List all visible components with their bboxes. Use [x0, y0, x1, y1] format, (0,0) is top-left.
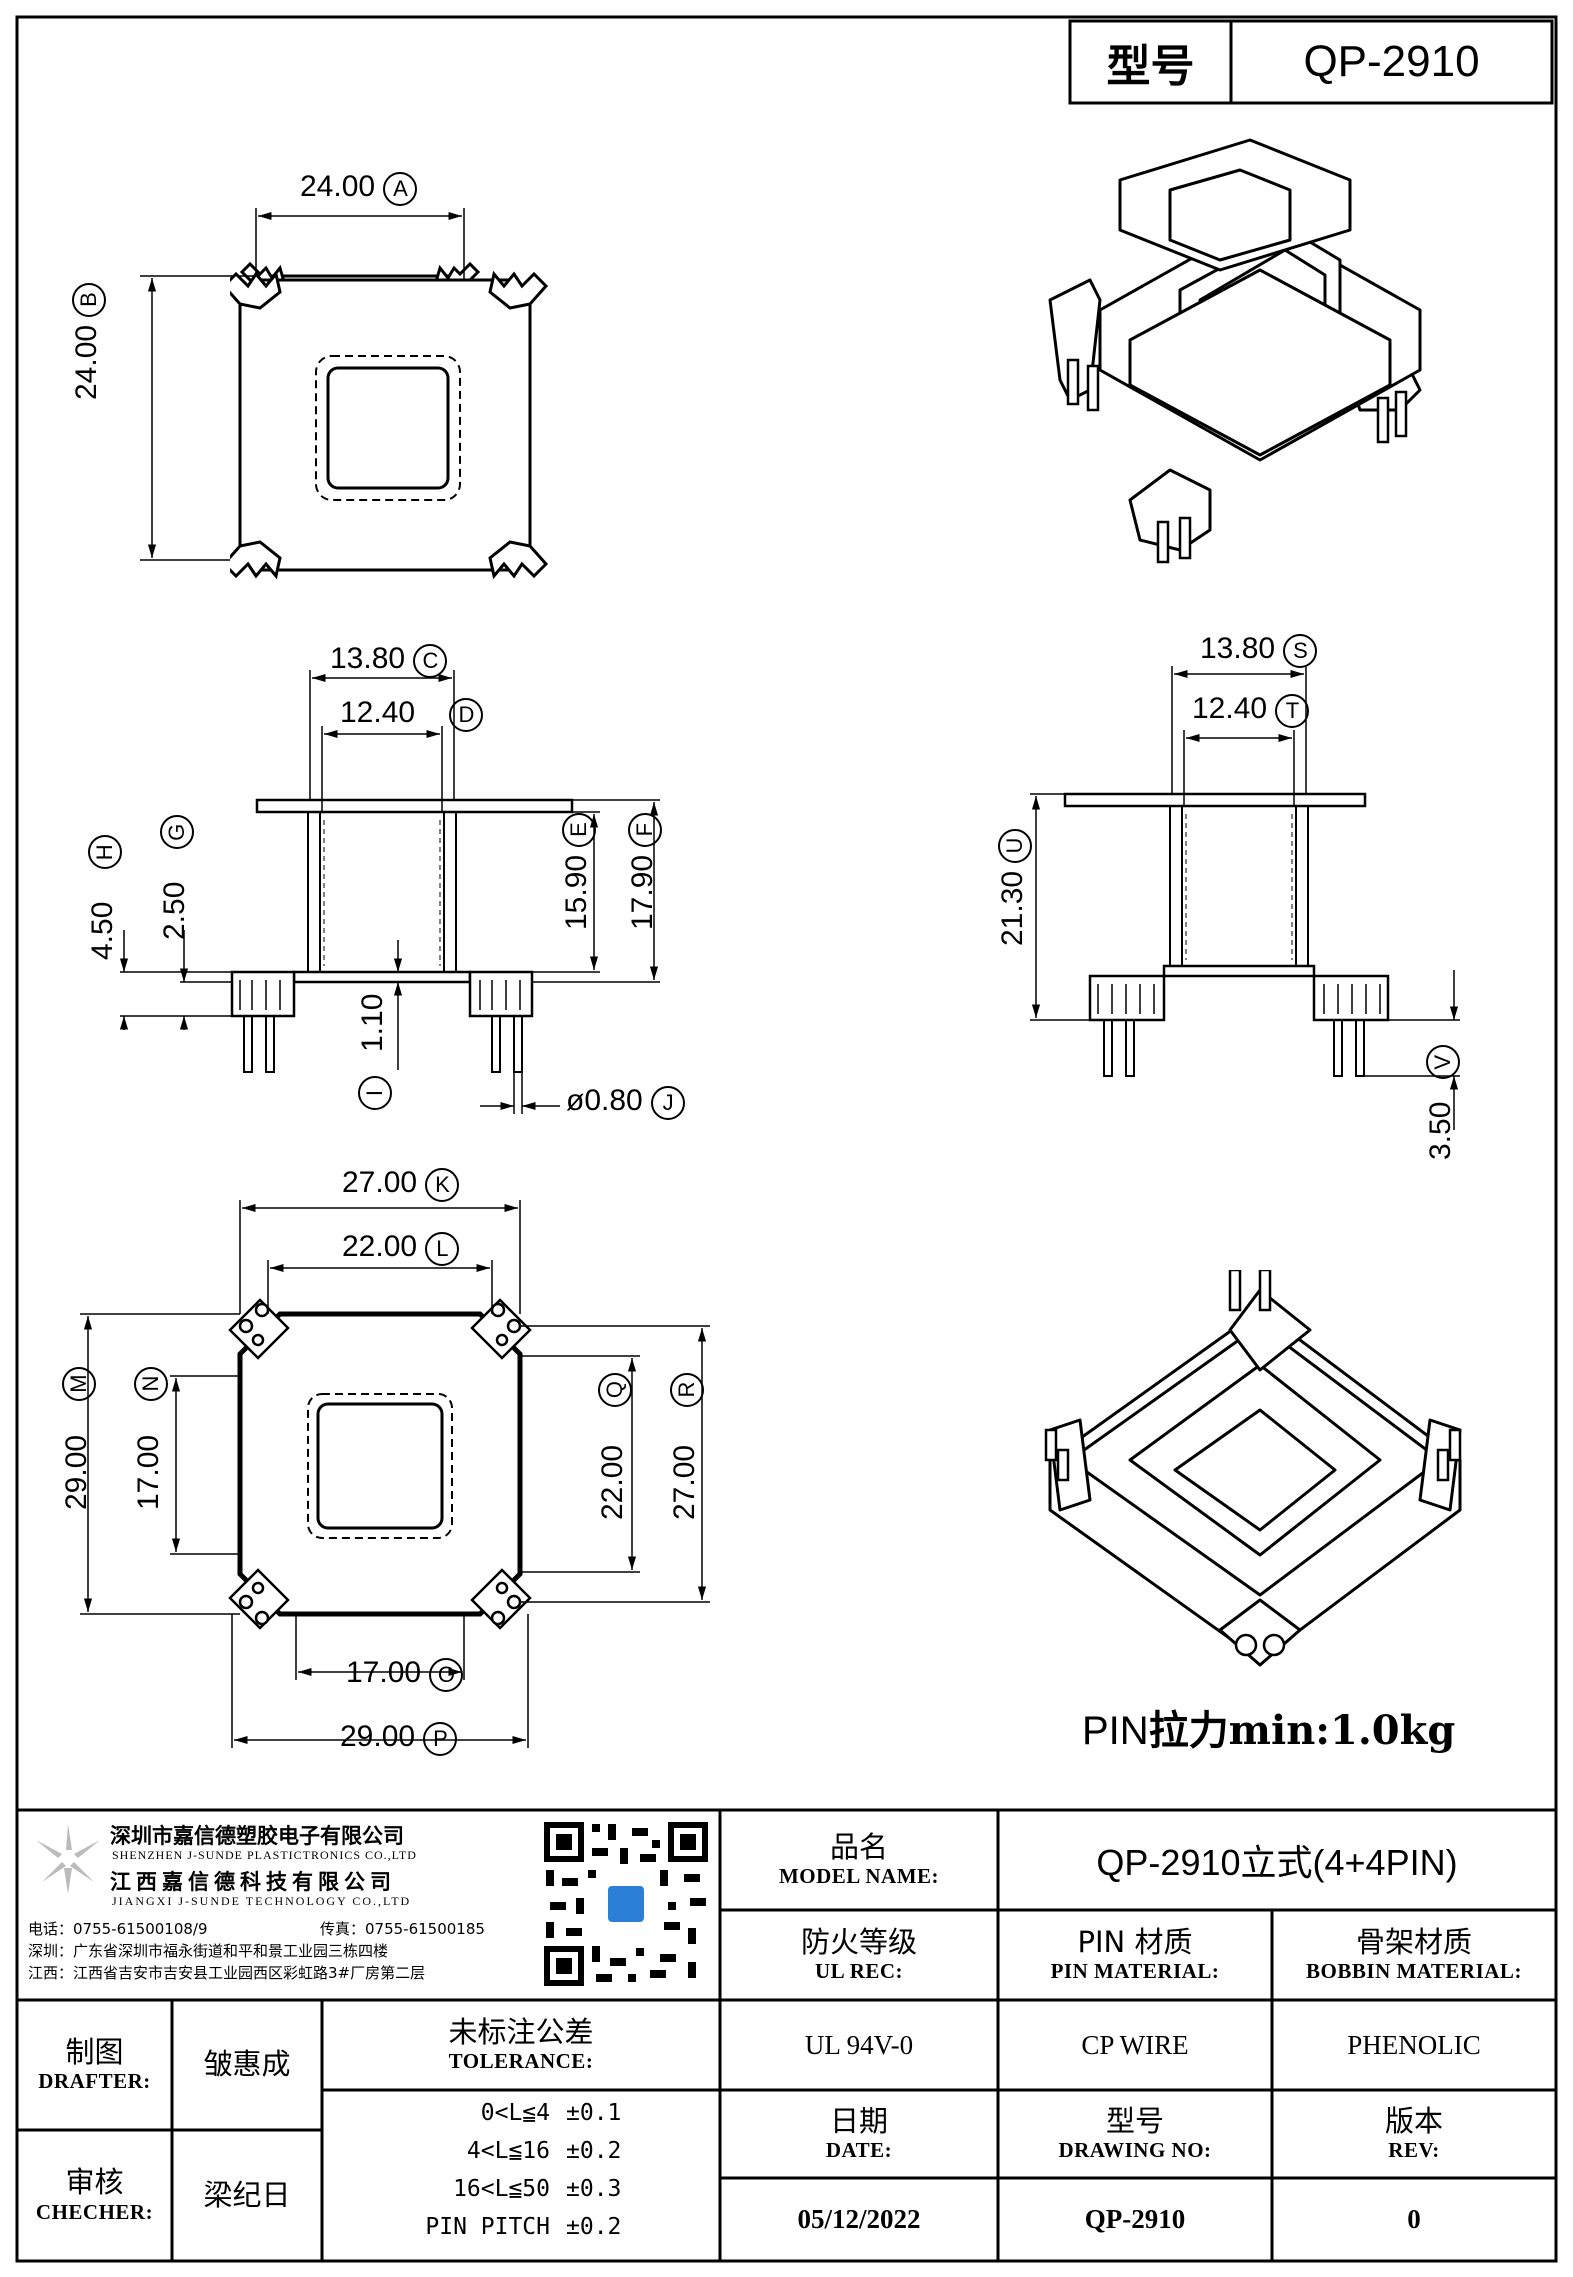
dim-j-mark: J: [651, 1086, 686, 1120]
date-value: 05/12/2022: [797, 2204, 921, 2234]
rev-zh: 版本: [1384, 2103, 1443, 2138]
tolerance-en: TOLERANCE:: [448, 2049, 594, 2074]
company-name-jx: 江西嘉信德科技有限公司: [110, 1870, 396, 1894]
checker-zh: 审核: [65, 2165, 124, 2200]
drawing-no-en: DRAWING NO:: [1058, 2138, 1212, 2163]
company-name-sz: 深圳市嘉信德塑胶电子有限公司: [110, 1824, 404, 1848]
model-name-zh: 品名: [829, 1829, 888, 1864]
dim-s-mark: S: [1283, 634, 1318, 668]
company-address-sz: 深圳：广东省深圳市福永街道和平和景工业园三栋四楼: [28, 1942, 389, 1960]
model-value: QP-2910: [1303, 37, 1480, 86]
dim-l-mark: L: [425, 1232, 460, 1266]
tolerance-range-3: 16<L≦50: [453, 2176, 550, 2202]
pin-material-en: PIN MATERIAL:: [1050, 1959, 1220, 1984]
rev-en: REV:: [1388, 2138, 1440, 2163]
dim-s-label: 13.80 S: [1200, 632, 1318, 668]
company-name-jx-en: JIANGXI J-SUNDE TECHNOLOGY CO.,LTD: [112, 1894, 412, 1908]
tolerance-range-4: PIN PITCH: [425, 2214, 550, 2240]
dim-a-label: 24.00 A: [300, 170, 418, 206]
drawing-no-value: QP-2910: [1084, 2204, 1186, 2234]
pin-material-value: CP WIRE: [1081, 2029, 1189, 2060]
qr-code: [540, 1818, 712, 1990]
drafter-zh: 制图: [65, 2034, 124, 2069]
dim-k-mark: K: [425, 1168, 460, 1202]
tolerance-range-2: 4<L≦16: [466, 2138, 550, 2164]
company-address-jx: 江西：江西省吉安市吉安县工业园西区彩虹路3#厂房第二层: [28, 1964, 426, 1982]
tolerance-zh: 未标注公差: [448, 2014, 594, 2049]
tolerance-range-1: 0<L≦4: [480, 2100, 550, 2126]
model-name-value: QP-2910立式(4+4PIN): [1096, 1842, 1458, 1883]
bobbin-material-en: BOBBIN MATERIAL:: [1306, 1959, 1522, 1984]
company-name-sz-en: SHENZHEN J-SUNDE PLASTICTRONICS CO.,LTD: [112, 1848, 417, 1862]
dim-o-label: 17.00 O: [346, 1656, 464, 1692]
drafter-value: 皱惠成: [203, 2047, 291, 2082]
pin-pull-note: PIN拉力min:1.0kg: [1082, 1707, 1456, 1754]
dim-d-mark: D: [449, 698, 484, 732]
dim-p-label: 29.00 P: [340, 1720, 458, 1756]
company-logo: [36, 1824, 100, 1894]
tolerance-value-3: ±0.3: [566, 2176, 622, 2202]
dim-j-label: ø0.80 J: [566, 1084, 686, 1120]
checker-value: 梁纪日: [203, 2177, 291, 2212]
dim-l-label: 22.00 L: [342, 1230, 460, 1266]
ul-zh: 防火等级: [800, 1924, 917, 1959]
isometric-top: [1048, 138, 1422, 564]
bobbin-material-zh: 骨架材质: [1355, 1924, 1472, 1959]
bobbin-material-value: PHENOLIC: [1347, 2029, 1481, 2060]
date-en: DATE:: [825, 2138, 893, 2163]
dim-c-label: 13.80 C: [330, 642, 448, 678]
tolerance-value-4: ±0.2: [566, 2214, 622, 2240]
dim-d-label: 12.40 D: [340, 696, 484, 732]
model-label: 型号: [1106, 41, 1195, 92]
date-zh: 日期: [829, 2103, 888, 2138]
front-view: [119, 670, 660, 1114]
top-view-body: [230, 270, 549, 580]
model-name-en: MODEL NAME:: [778, 1864, 940, 1889]
company-phone: 电话：0755-61500108/9: [28, 1920, 208, 1938]
ul-value: UL 94V-0: [804, 2029, 914, 2060]
side-view: [1030, 666, 1460, 1130]
dim-t-mark: T: [1275, 694, 1310, 728]
checker-en: CHECHER:: [35, 2199, 154, 2224]
bottom-view: [80, 1200, 710, 1748]
isometric-bottom: [1044, 1270, 1462, 1667]
tolerance-value-2: ±0.2: [566, 2138, 622, 2164]
tolerance-value-1: ±0.1: [566, 2100, 622, 2126]
company-fax: 传真：0755-61500185: [320, 1920, 485, 1938]
dim-t-label: 12.40 T: [1192, 692, 1310, 728]
rev-value: 0: [1407, 2204, 1421, 2234]
ul-en: UL REC:: [814, 1959, 904, 1984]
dim-c-mark: C: [413, 644, 448, 678]
drawing-no-zh: 型号: [1105, 2103, 1164, 2138]
dim-a-mark: A: [383, 172, 418, 206]
dim-k-label: 27.00 K: [342, 1166, 460, 1202]
drafter-en: DRAFTER:: [38, 2069, 151, 2094]
pin-material-zh: PIN 材质: [1077, 1924, 1193, 1959]
dim-p-mark: P: [423, 1722, 458, 1756]
dim-o-mark: O: [429, 1658, 464, 1692]
